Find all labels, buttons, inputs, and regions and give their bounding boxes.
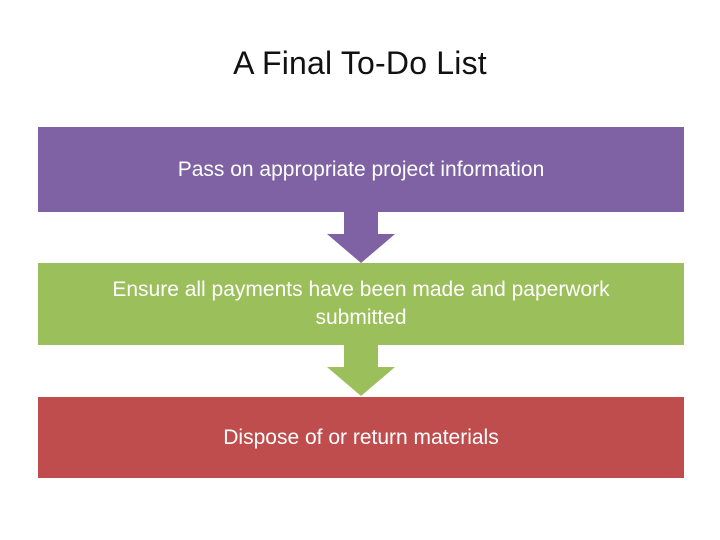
- process-step-3-label: Dispose of or return materials: [223, 425, 499, 449]
- down-arrow-icon-2: [327, 345, 395, 396]
- process-step-3[interactable]: Dispose of or return materials: [38, 397, 684, 478]
- page-title: A Final To-Do List: [233, 45, 487, 81]
- process-step-1-label: Pass on appropriate project information: [177, 157, 545, 181]
- process-diagram: Pass on appropriate project information …: [38, 127, 684, 478]
- down-arrow-icon-1: [327, 212, 395, 263]
- process-step-2-label: Ensure all payments have been made and p…: [112, 278, 610, 329]
- process-step-2[interactable]: Ensure all payments have been made and p…: [38, 263, 684, 345]
- process-step-1[interactable]: Pass on appropriate project information: [38, 127, 684, 212]
